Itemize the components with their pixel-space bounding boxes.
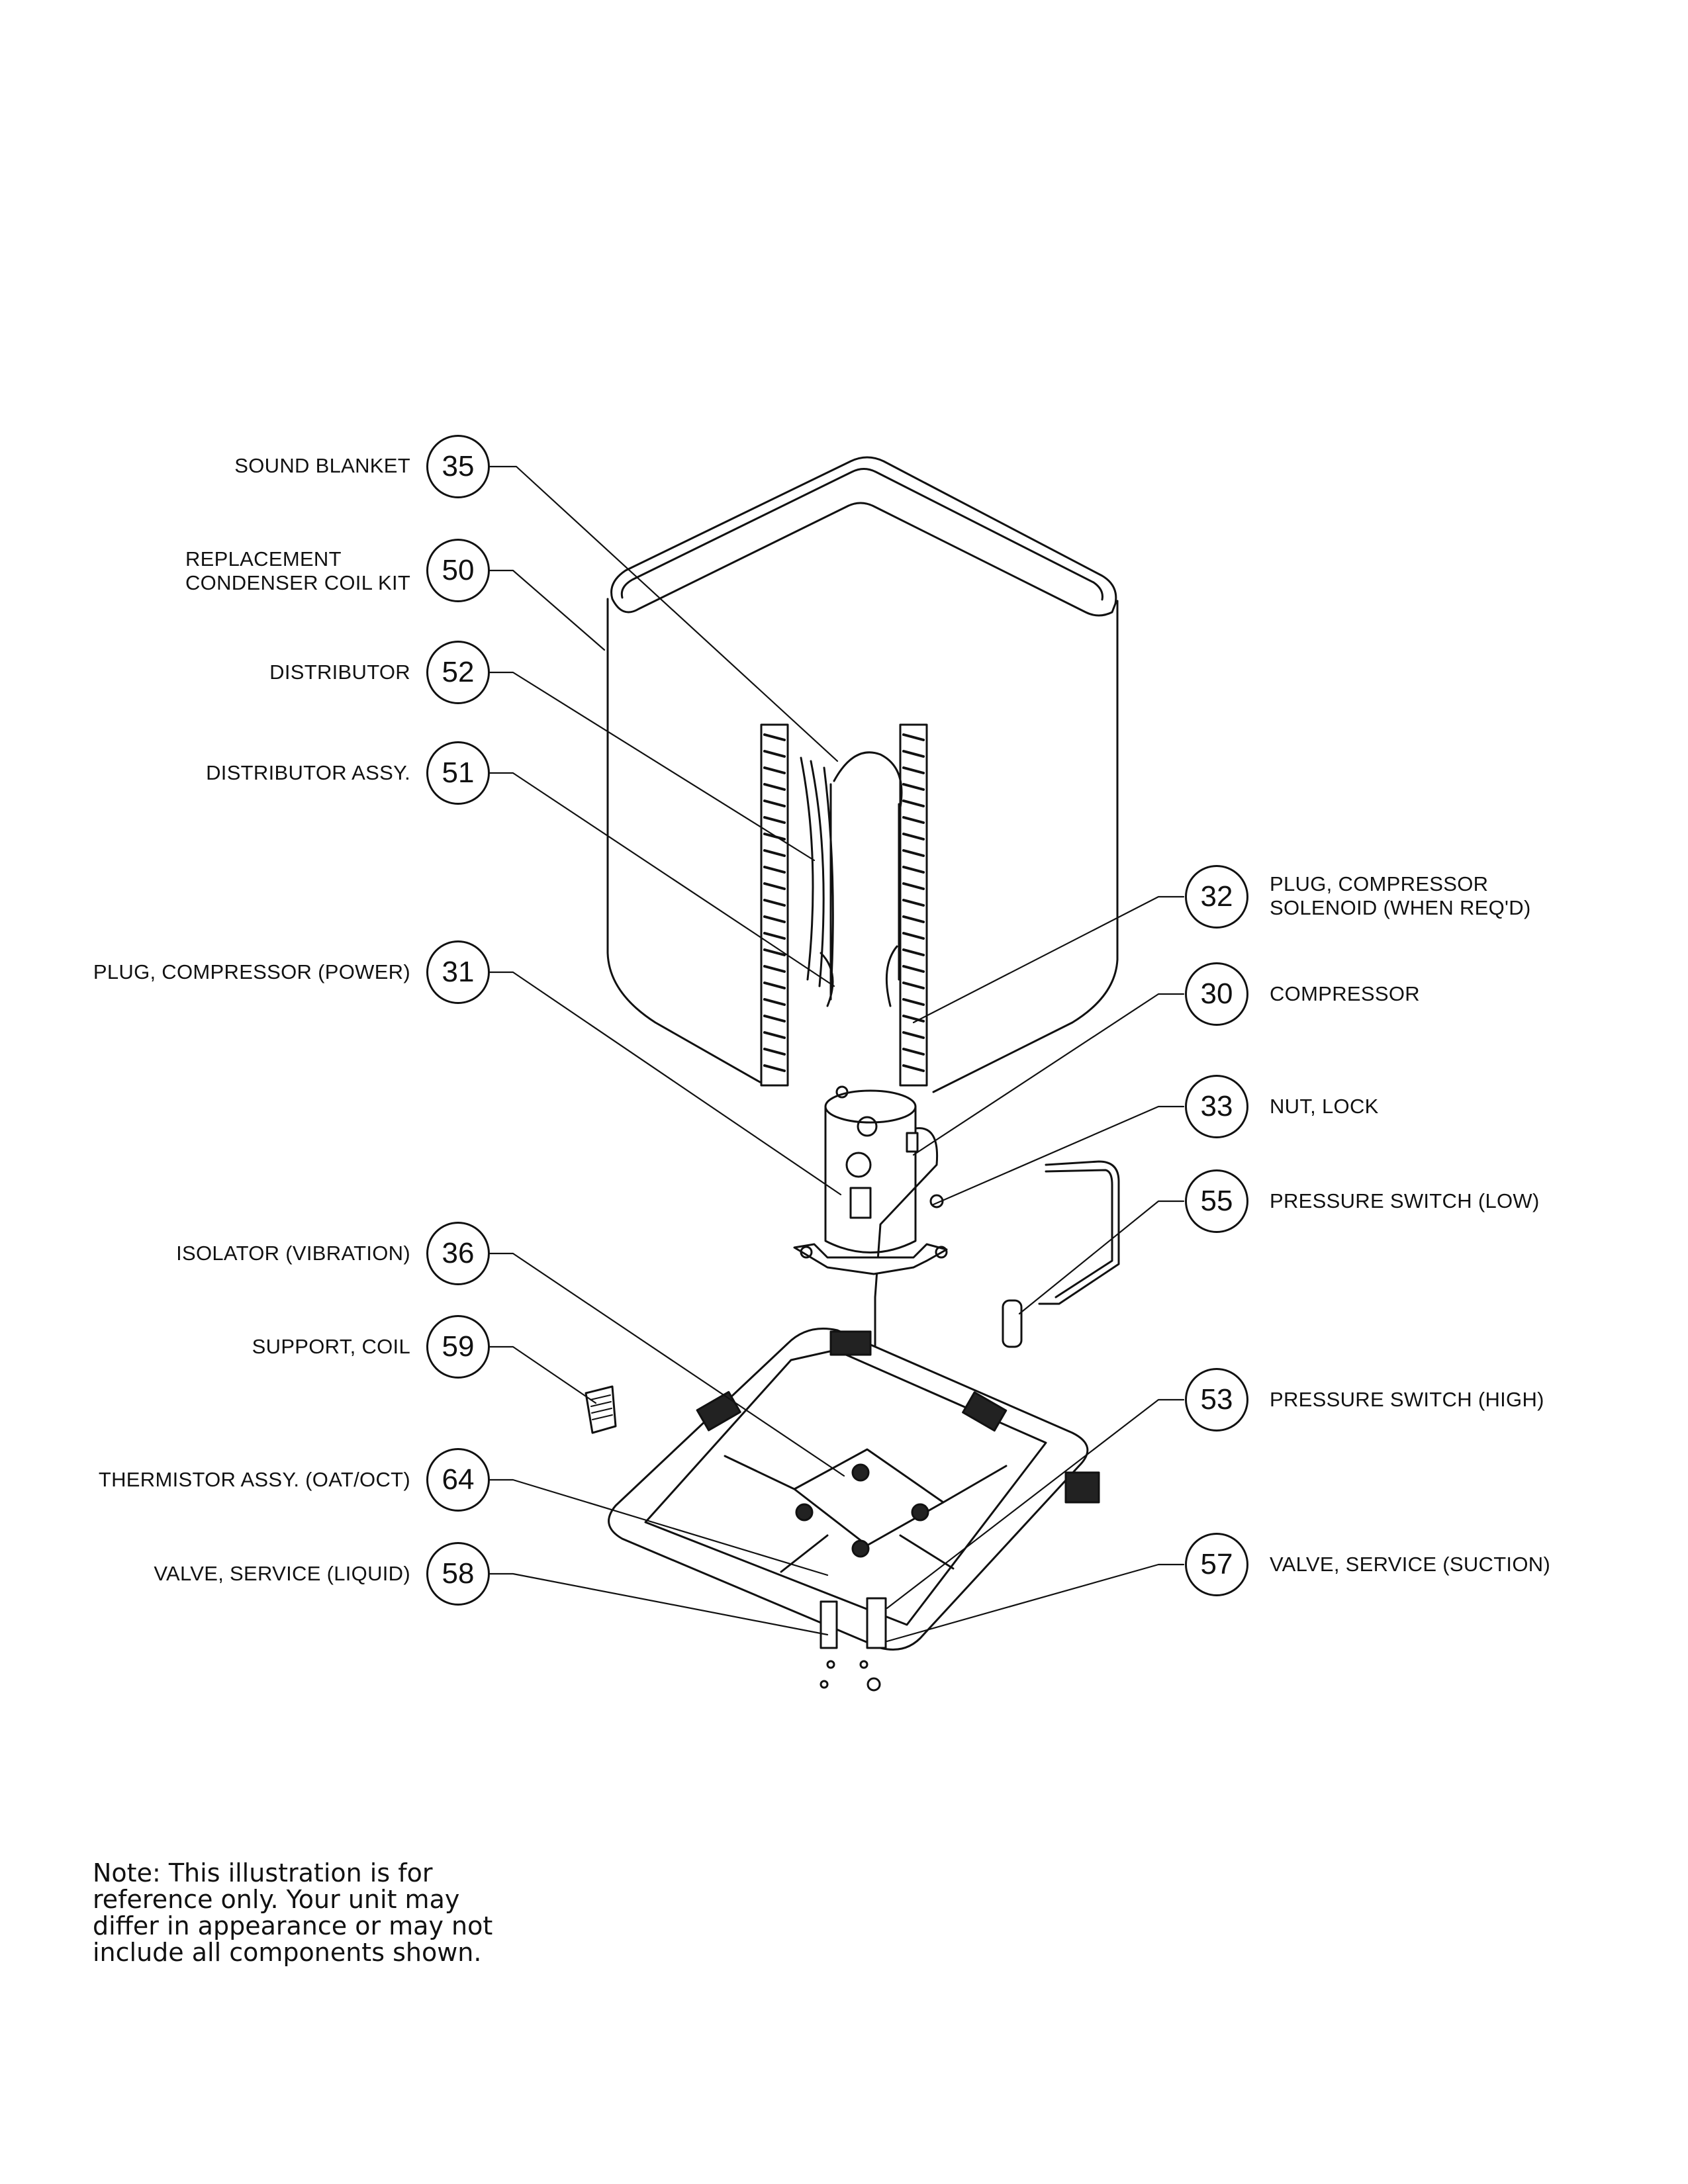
pressure-switch-low-tube: [1002, 1160, 1120, 1348]
callout-58: 58: [426, 1542, 490, 1606]
note-line: Note: This illustration is for: [93, 1858, 433, 1888]
leader-51: [489, 772, 835, 987]
label-valve-service-suction: VALVE, SERVICE (SUCTION): [1270, 1553, 1551, 1576]
label-sound-blanket: SOUND BLANKET: [234, 454, 410, 477]
leader-58: [489, 1572, 829, 1636]
leader-57: [886, 1563, 1185, 1643]
leader-35: [489, 465, 839, 762]
coil-fins-left: [760, 723, 789, 1087]
condenser-coil-wrapper: [606, 456, 1119, 1093]
leader-30: [912, 993, 1185, 1156]
label-nut-lock: NUT, LOCK: [1270, 1095, 1379, 1118]
callout-33: 33: [1185, 1075, 1248, 1138]
callout-51: 51: [426, 741, 490, 805]
label-plug-compressor-power: PLUG, COMPRESSOR (POWER): [93, 960, 410, 983]
base-pan: [608, 1328, 1100, 1692]
leader-53: [886, 1398, 1185, 1610]
leader-50: [489, 569, 606, 651]
leader-52: [489, 671, 816, 862]
compressor: [793, 1085, 948, 1351]
label-compressor: COMPRESSOR: [1270, 982, 1420, 1005]
callout-64: 64: [426, 1448, 490, 1512]
label-plug-compressor-solenoid: PLUG, COMPRESSOR SOLENOID (WHEN REQ'D): [1270, 872, 1531, 920]
label-line: REPLACEMENT: [185, 547, 342, 570]
leader-lines: [489, 465, 1185, 1643]
label-line: CONDENSER COIL KIT: [185, 571, 411, 594]
callout-36: 36: [426, 1222, 490, 1285]
callout-59: 59: [426, 1315, 490, 1379]
label-line: SOLENOID (WHEN REQ'D): [1270, 896, 1531, 919]
callout-35: 35: [426, 435, 490, 498]
label-thermistor-assy: THERMISTOR ASSY. (OAT/OCT): [98, 1468, 410, 1491]
callout-53: 53: [1185, 1368, 1248, 1432]
coil-fins-right: [899, 723, 928, 1087]
note-line: reference only. Your unit may: [93, 1885, 460, 1914]
label-pressure-switch-high: PRESSURE SWITCH (HIGH): [1270, 1388, 1544, 1411]
leader-55: [1018, 1200, 1185, 1315]
label-valve-service-liquid: VALVE, SERVICE (LIQUID): [154, 1562, 410, 1585]
label-support-coil: SUPPORT, COIL: [252, 1335, 410, 1358]
label-distributor: DISTRIBUTOR: [269, 660, 410, 684]
coil-support: [585, 1385, 617, 1434]
leader-32: [912, 895, 1185, 1024]
sound-blanket-and-distributor: [800, 751, 903, 1007]
label-distributor-assy: DISTRIBUTOR ASSY.: [206, 761, 410, 784]
label-replacement-condenser-coil-kit: REPLACEMENT CONDENSER COIL KIT: [185, 547, 410, 595]
label-isolator-vibration: ISOLATOR (VIBRATION): [176, 1242, 410, 1265]
label-line: PLUG, COMPRESSOR: [1270, 872, 1489, 895]
note-line: include all components shown.: [93, 1938, 482, 1967]
callout-55: 55: [1185, 1169, 1248, 1233]
callout-32: 32: [1185, 865, 1248, 929]
label-pressure-switch-low: PRESSURE SWITCH (LOW): [1270, 1189, 1540, 1212]
callout-52: 52: [426, 641, 490, 704]
leader-33: [932, 1105, 1185, 1206]
leader-36: [489, 1252, 845, 1477]
leader-59: [489, 1345, 597, 1404]
callout-30: 30: [1185, 962, 1248, 1026]
callout-31: 31: [426, 940, 490, 1004]
callout-57: 57: [1185, 1533, 1248, 1596]
note-line: differ in appearance or may not: [93, 1911, 493, 1940]
callout-50: 50: [426, 539, 490, 602]
disclaimer-note: Note: This illustration is for reference…: [93, 1860, 516, 1966]
leader-64: [489, 1479, 829, 1576]
leader-31: [489, 971, 842, 1196]
